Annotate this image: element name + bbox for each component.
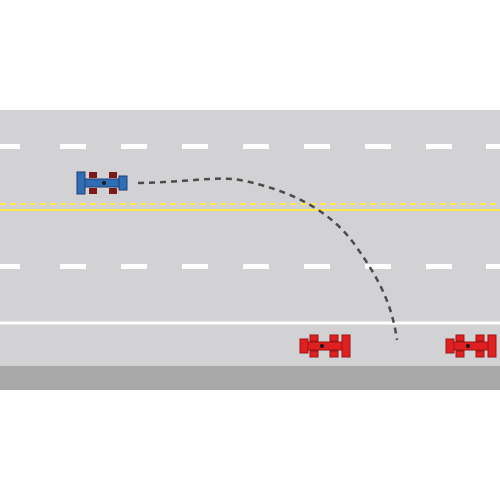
lane-top-dash bbox=[121, 144, 147, 149]
lane-bottom-dash bbox=[243, 264, 269, 269]
player-car[interactable] bbox=[76, 171, 128, 195]
lane-divider-top bbox=[0, 144, 500, 149]
lane-bottom-dash bbox=[486, 264, 500, 269]
lane-bottom-dash bbox=[426, 264, 452, 269]
opponent-car-2[interactable] bbox=[445, 334, 497, 358]
lane-top-dash bbox=[486, 144, 500, 149]
road-bottom-edge bbox=[0, 366, 500, 390]
lane-bottom-dash bbox=[304, 264, 330, 269]
lane-bottom-dash bbox=[182, 264, 208, 269]
lane-bottom-dash bbox=[365, 264, 391, 269]
lane-top-dash bbox=[60, 144, 86, 149]
lane-divider-bottom bbox=[0, 264, 500, 269]
lane-top-dash bbox=[365, 144, 391, 149]
lane-bottom-dash bbox=[60, 264, 86, 269]
lane-bottom-dash bbox=[0, 264, 20, 269]
race-car-icon bbox=[299, 334, 351, 358]
lane-top-dash bbox=[426, 144, 452, 149]
center-line bbox=[0, 203, 500, 211]
race-car-icon bbox=[445, 334, 497, 358]
planned-trajectory bbox=[137, 177, 399, 341]
lane-top-dash bbox=[243, 144, 269, 149]
lane-bottom-dash bbox=[121, 264, 147, 269]
opponent-car-1[interactable] bbox=[299, 334, 351, 358]
lane-top-dash bbox=[0, 144, 20, 149]
race-car-icon bbox=[76, 171, 128, 195]
lane-top-dash bbox=[304, 144, 330, 149]
lane-top-dash bbox=[182, 144, 208, 149]
